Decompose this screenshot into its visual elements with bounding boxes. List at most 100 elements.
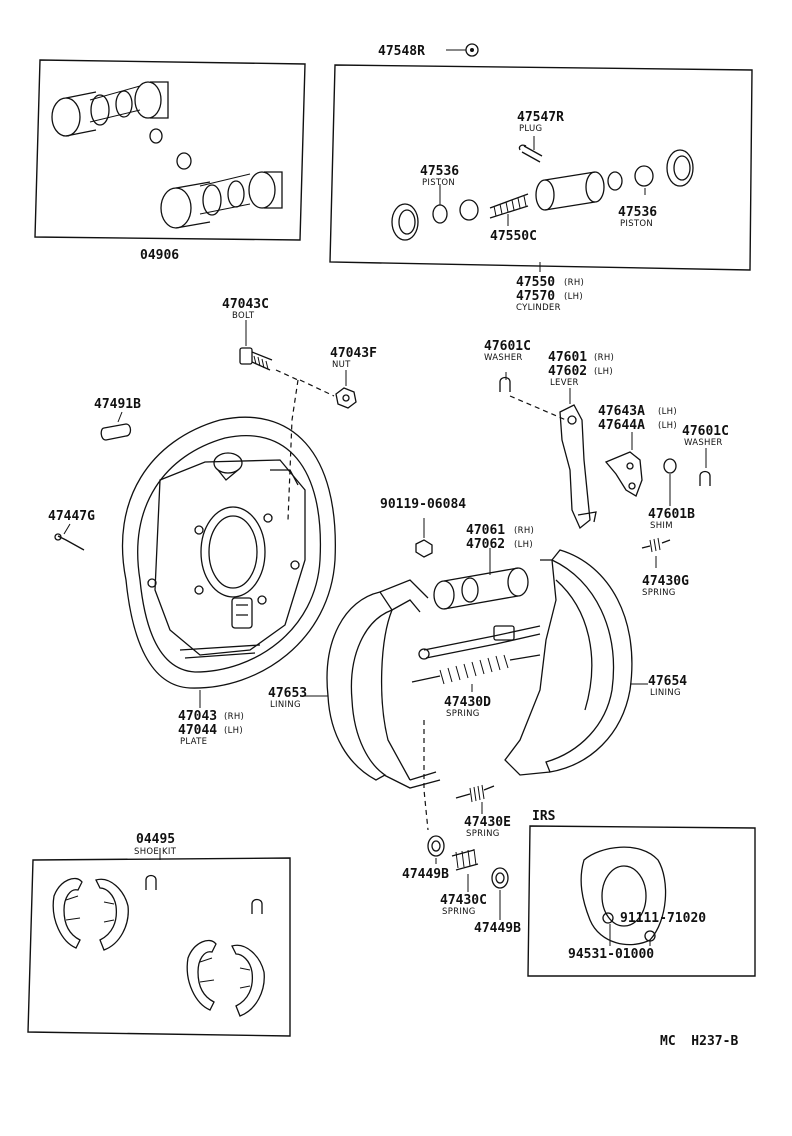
pin-47447G (54, 523, 85, 551)
wheel-cylinder-assembly (433, 548, 529, 610)
label-47430C: 47430C (440, 893, 487, 908)
label-washer-b: WASHER (684, 438, 723, 448)
label-cylinder: CYLINDER (516, 303, 561, 313)
cup-kit-box (34, 59, 306, 241)
label-plug: PLUG (519, 124, 542, 134)
label-lh-2: (LH) (594, 367, 613, 377)
label-47536-b: 47536 (618, 205, 657, 220)
adjuster-rod (418, 625, 541, 660)
label-lining-b: LINING (650, 688, 681, 698)
shoe-kit-shoes-upper (52, 877, 129, 951)
label-47550C: 47550C (490, 229, 537, 244)
piston-right (634, 165, 654, 187)
label-rh-4: (RH) (224, 712, 244, 722)
label-47449B-a: 47449B (402, 867, 449, 882)
label-47044: 47044 (178, 723, 217, 738)
bolt-47043C (239, 320, 273, 371)
label-47430D: 47430D (444, 695, 491, 710)
nut-47043F (335, 370, 357, 409)
label-47550: 47550 (516, 275, 555, 290)
label-91111: 91111-71020 (620, 911, 706, 926)
label-47644A: 47644A (598, 418, 645, 433)
label-47570: 47570 (516, 289, 555, 304)
spring-47430D (411, 654, 541, 692)
spring-47430C (451, 848, 479, 892)
backing-plate (121, 416, 336, 689)
label-spring-c: SPRING (442, 907, 476, 917)
label-lh-1: (LH) (564, 292, 583, 302)
label-lining-a: LINING (270, 700, 301, 710)
label-47043F: 47043F (330, 346, 377, 361)
boot-left (391, 203, 419, 241)
parking-lever (559, 388, 597, 530)
label-rh-2: (RH) (594, 353, 614, 363)
nut-90119 (415, 518, 433, 558)
label-bolt: BOLT (232, 311, 255, 321)
cup-kit-lower-parts (160, 171, 283, 229)
piston-left (459, 199, 479, 221)
label-shim: SHIM (650, 521, 673, 531)
cup-kit-upper-parts (51, 81, 192, 170)
label-47601: 47601 (548, 350, 587, 365)
label-47061: 47061 (466, 523, 505, 538)
retainer-47449B-b (491, 867, 509, 920)
label-washer-a: WASHER (484, 353, 523, 363)
irs-plate-drawing (580, 846, 667, 946)
label-47547R: 47547R (517, 110, 564, 125)
shoe-kit-washer-b (251, 898, 263, 914)
washer-47601C-b (699, 448, 711, 486)
label-47601C-b: 47601C (682, 424, 729, 439)
label-lever: LEVER (550, 378, 579, 388)
retainer-47449B-a (427, 835, 445, 864)
label-47449B-b: 47449B (474, 921, 521, 936)
cup-right (607, 171, 623, 191)
label-47548R: 47548R (378, 44, 425, 59)
label-47491B: 47491B (94, 397, 141, 412)
label-47062: 47062 (466, 537, 505, 552)
label-47043: 47043 (178, 709, 217, 724)
label-47447G: 47447G (48, 509, 95, 524)
shoe-kit-shoes-lower (186, 939, 265, 1017)
label-piston-a: PISTON (422, 178, 455, 188)
label-plate: PLATE (180, 737, 207, 747)
label-spring-d: SPRING (446, 709, 480, 719)
label-47601C-a: 47601C (484, 339, 531, 354)
label-spring-e: SPRING (466, 829, 500, 839)
label-drawing-code: MC H237-B (660, 1034, 738, 1049)
label-lh-5: (LH) (514, 540, 533, 550)
label-47043C: 47043C (222, 297, 269, 312)
label-47654: 47654 (648, 674, 687, 689)
label-piston-b: PISTON (620, 219, 653, 229)
cup-left (432, 204, 448, 224)
spring-47430E (455, 784, 495, 814)
shoe-kit-box (27, 848, 291, 1037)
label-47601B: 47601B (648, 507, 695, 522)
spring-47430G (641, 537, 671, 568)
label-47536-a: 47536 (420, 164, 459, 179)
irs-box (527, 825, 756, 977)
label-47430G: 47430G (642, 574, 689, 589)
plug-47491B (100, 411, 132, 441)
label-47653: 47653 (268, 686, 307, 701)
label-94531: 94531-01000 (568, 947, 654, 962)
wheel-cylinder-box (329, 43, 753, 272)
label-shoe-kit: SHOE KIT (134, 847, 177, 857)
label-47643A: 47643A (598, 404, 645, 419)
shim-47601B (663, 458, 677, 506)
label-irs: IRS (532, 809, 556, 824)
label-47430E: 47430E (464, 815, 511, 830)
label-04906: 04906 (140, 248, 179, 263)
label-lh-4: (LH) (658, 421, 677, 431)
label-lh-6: (LH) (224, 726, 243, 736)
shoe-kit-washer-a (145, 874, 157, 890)
shoe-left-47653 (300, 579, 441, 789)
label-nut: NUT (332, 360, 351, 370)
label-spring-g: SPRING (642, 588, 676, 598)
bleeder-cap (465, 43, 479, 57)
boot-right (666, 149, 694, 187)
cylinder-body (535, 171, 605, 211)
strut-47643A (604, 432, 643, 497)
cylinder-spring (489, 193, 529, 219)
shoe-right-47654 (504, 549, 648, 776)
